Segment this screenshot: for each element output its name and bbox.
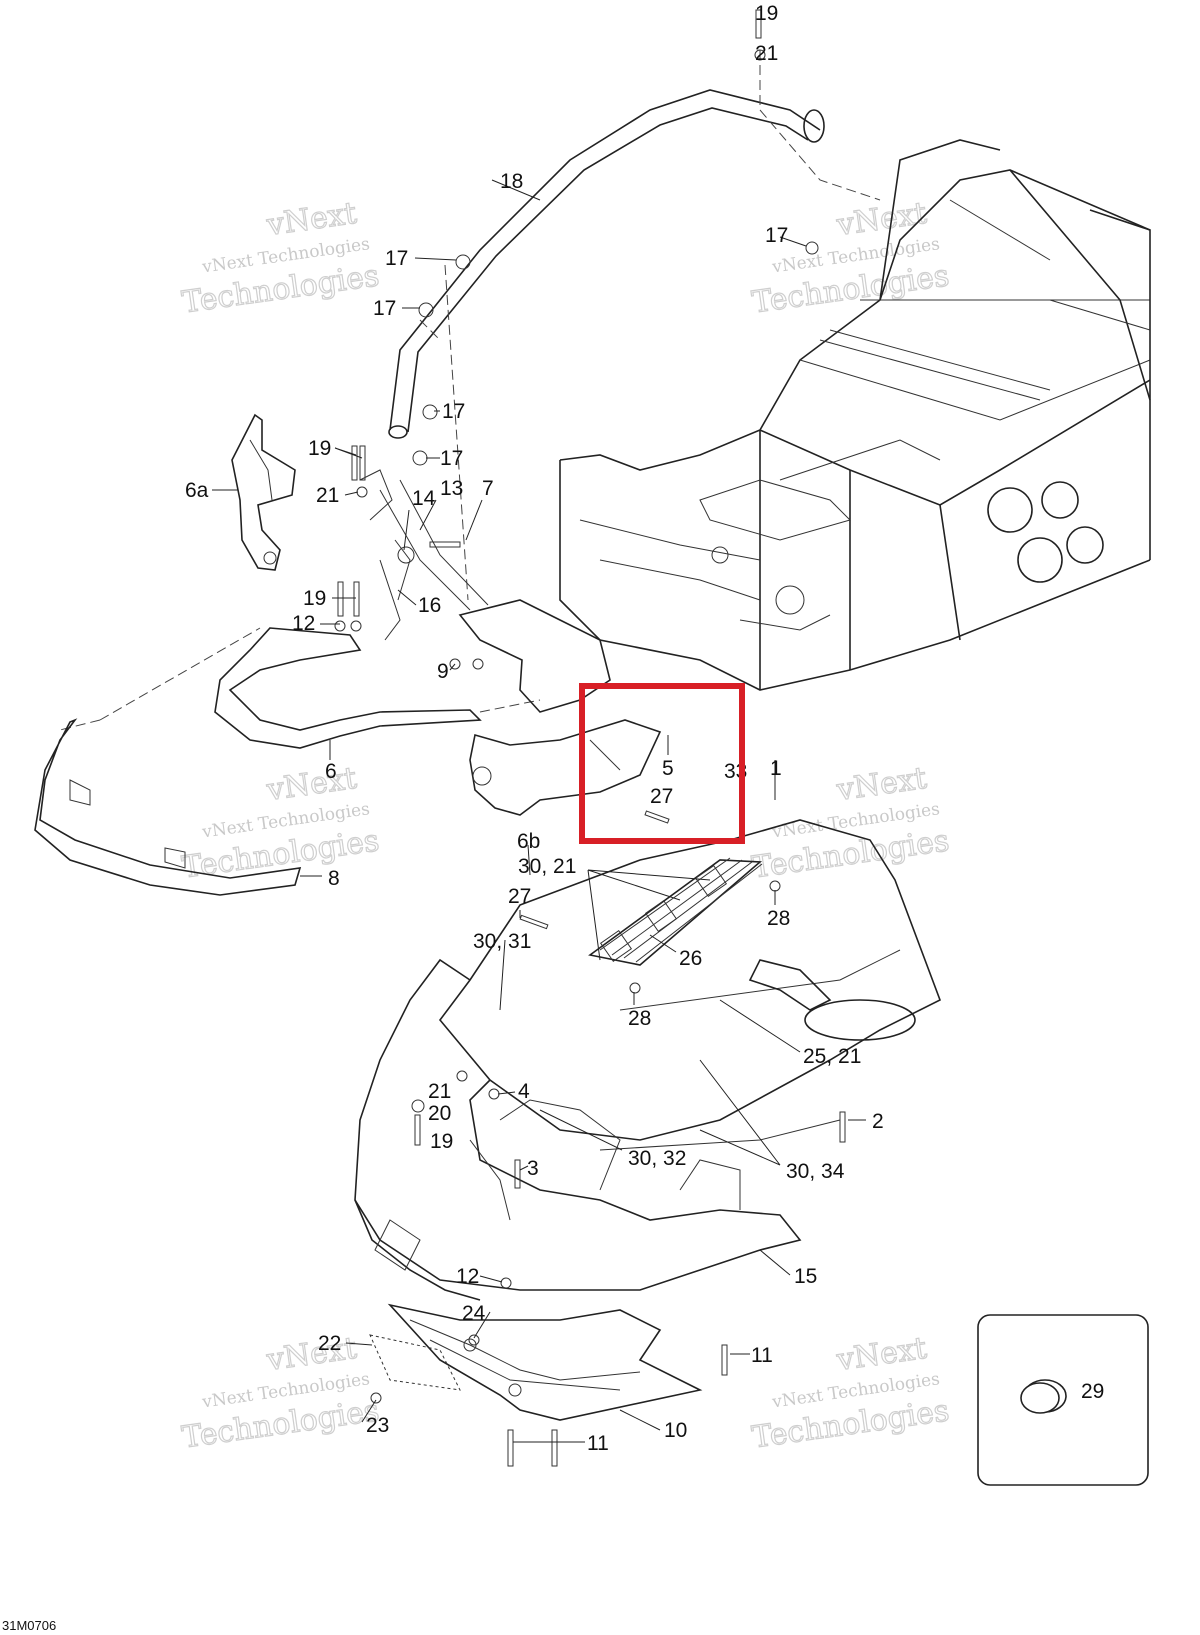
callout-label: 17 [765, 224, 788, 247]
bracket-part-6a [231, 413, 296, 571]
callout-label: 11 [587, 1432, 609, 1455]
callout-label: 5 [662, 757, 674, 780]
callout-label: 15 [794, 1265, 817, 1288]
watermark-text: vNext [264, 761, 359, 808]
callout-label: 17 [385, 247, 408, 270]
callout-label: 10 [664, 1419, 687, 1442]
callout-label: 20 [428, 1102, 451, 1125]
callout-label: 11 [751, 1344, 773, 1367]
callout-label: 21 [316, 484, 339, 507]
callout-label: 2 [872, 1110, 884, 1133]
callout-label: 6 [325, 760, 337, 783]
callout-label: 6a [185, 479, 209, 502]
mesh-panel-part-26 [588, 857, 763, 966]
callout-label: 7 [482, 477, 494, 500]
belly-pan-part-15 [354, 819, 942, 1301]
callout-label: 16 [418, 594, 441, 617]
callout-label: 1 [770, 757, 782, 780]
callout-label: 19 [755, 2, 778, 25]
callout-label: 29 [1081, 1380, 1104, 1403]
leader-lines [212, 179, 1050, 1443]
callout-label: 28 [628, 1007, 651, 1030]
callout-label: 17 [442, 400, 465, 423]
callout-label: 30, 21 [518, 855, 576, 878]
skid-plate-part-10 [387, 1303, 703, 1421]
callout-label: 14 [412, 487, 436, 510]
watermark-text: vNext [264, 1331, 359, 1378]
callout-label: 21 [428, 1080, 451, 1103]
callout-label: 26 [679, 947, 702, 970]
callout-label: 3 [527, 1157, 539, 1180]
bracket-part-6b [469, 719, 662, 816]
callout-label: 6b [517, 830, 540, 853]
callout-label: 8 [328, 867, 340, 890]
tube-part-18 [388, 50, 881, 601]
reference-code: 31M0706 [2, 1618, 56, 1633]
watermark-text: vNext [264, 196, 359, 243]
callout-label: 30, 34 [786, 1160, 845, 1183]
callout-label: 12 [456, 1265, 479, 1288]
trim-strip-part-22 [369, 1334, 461, 1391]
watermark-text: vNext [834, 1331, 929, 1378]
steering-mount [359, 469, 611, 713]
highlight-box [579, 683, 745, 844]
callout-label: 12 [292, 612, 315, 635]
callout-label: 13 [440, 477, 463, 500]
callout-label: 21 [755, 42, 778, 65]
callout-label: 30, 31 [473, 930, 531, 953]
callout-label: 28 [767, 907, 790, 930]
callout-label: 9 [437, 660, 449, 683]
callout-label: 19 [430, 1130, 453, 1153]
callout-label: 17 [373, 297, 396, 320]
callout-label: 22 [318, 1332, 341, 1355]
inset-box-part-29 [977, 1314, 1149, 1486]
chassis-frame [559, 139, 1151, 691]
callout-label: 19 [308, 437, 331, 460]
callout-label: 17 [440, 447, 463, 470]
watermark-text: vNext [834, 761, 929, 808]
callout-label: 23 [366, 1414, 389, 1437]
bumper-part-8 [34, 718, 302, 896]
bumper-part-6 [59, 627, 541, 749]
callout-label: 27 [508, 885, 531, 908]
callout-label: 19 [303, 587, 326, 610]
callout-label: 30, 32 [628, 1147, 686, 1170]
callout-label: 24 [462, 1302, 486, 1325]
watermark-text: vNext [834, 196, 929, 243]
callout-label: 18 [500, 170, 523, 193]
callout-label: 27 [650, 785, 673, 808]
callout-label: 25, 21 [803, 1045, 861, 1068]
callout-label: 4 [518, 1080, 530, 1103]
